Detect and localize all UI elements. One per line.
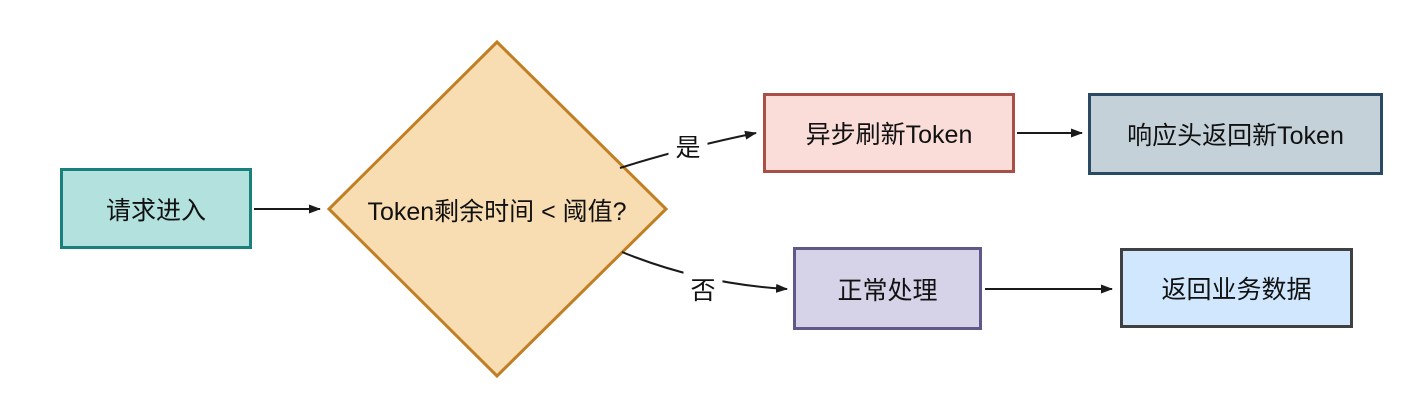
node-async-refresh-token-label: 异步刷新Token [805,121,973,149]
node-return-business-data-label: 返回业务数据 [1161,276,1312,304]
node-normal-processing: 正常处理 [793,247,982,330]
node-token-ttl-decision-label: Token剩余时间 < 阈值? [367,198,627,226]
edge-no-label: 否 [683,271,723,307]
node-token-ttl-decision-shape [326,39,669,379]
node-request-enter-label: 请求进入 [105,196,206,225]
node-request-enter: 请求进入 [60,168,252,249]
node-return-business-data: 返回业务数据 [1120,248,1353,328]
node-normal-processing-label: 正常处理 [837,276,938,305]
node-async-refresh-token: 异步刷新Token [763,93,1015,173]
node-response-header-new-token-label: 响应头返回新Token [1127,122,1344,150]
edge-yes-label: 是 [668,128,708,164]
node-response-header-new-token: 响应头返回新Token [1088,93,1383,175]
